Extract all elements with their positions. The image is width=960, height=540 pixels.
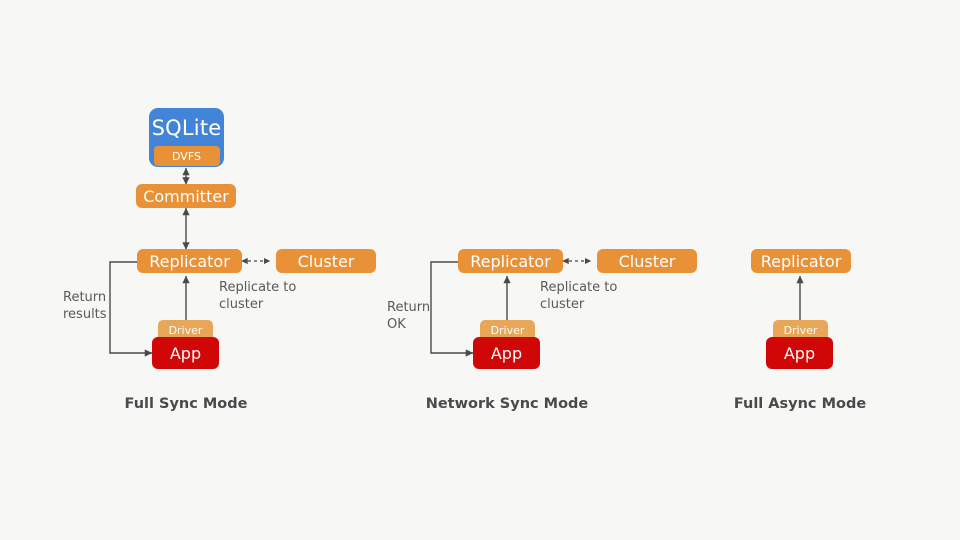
node-replicator-3[interactable]: Replicator — [751, 249, 851, 273]
annotation-replicate-to-cluster: Replicate to cluster — [219, 280, 297, 312]
annotation-return-ok: Return OK — [387, 300, 431, 332]
node-driver-3[interactable]: Driver — [773, 320, 828, 340]
node-sqlite[interactable]: SQLite DVFS — [149, 108, 224, 167]
panel-title-full-async: Full Async Mode — [733, 396, 867, 412]
node-app[interactable]: App — [152, 337, 219, 369]
node-driver-2[interactable]: Driver — [480, 320, 535, 340]
node-app-3[interactable]: App — [766, 337, 833, 369]
node-driver[interactable]: Driver — [158, 320, 213, 340]
node-replicator[interactable]: Replicator — [137, 249, 242, 273]
node-replicator-2[interactable]: Replicator — [458, 249, 563, 273]
panel-title-full-sync: Full Sync Mode — [124, 396, 248, 412]
annotation-return-results: Return results — [63, 290, 107, 322]
annotation-replicate-to-cluster-2: Replicate to cluster — [540, 280, 618, 312]
wire-return-results — [109, 261, 153, 357]
node-cluster-2[interactable]: Cluster — [597, 249, 697, 273]
node-sqlite-badge-dvfs[interactable]: DVFS — [153, 146, 220, 166]
node-committer[interactable]: Committer — [136, 184, 236, 208]
node-app-2[interactable]: App — [473, 337, 540, 369]
panel-title-network-sync: Network Sync Mode — [425, 396, 589, 412]
wire-return-ok — [430, 261, 474, 357]
node-sqlite-label: SQLite — [151, 116, 222, 140]
node-cluster[interactable]: Cluster — [276, 249, 376, 273]
